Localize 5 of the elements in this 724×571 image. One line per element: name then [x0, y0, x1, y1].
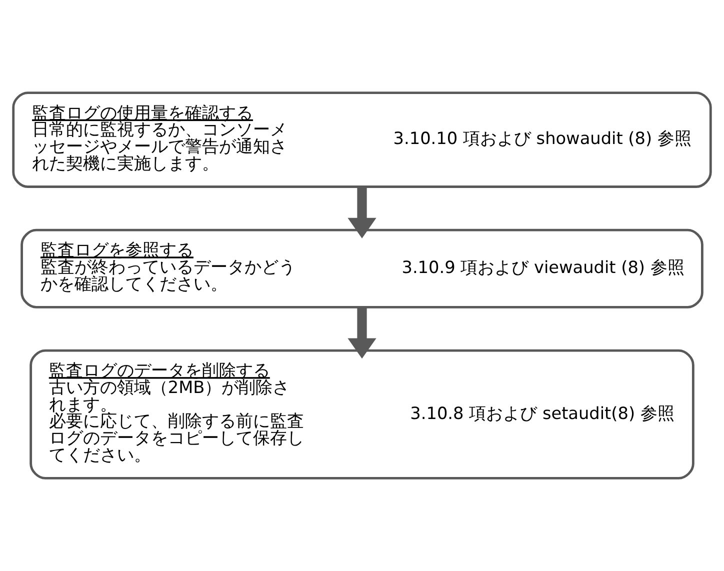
node-box: 監査ログの使用量を確認する 日常的に監視するか、コンソーメッセージやメールで警告が通知された契機に実施します。 3.10.10 項および showaudit (8) 参照 [12, 92, 712, 188]
arrow [348, 308, 376, 359]
arrow [348, 187, 376, 238]
node-box: 監査ログのデータを削除する 古い方の領域（2MB）が削除されます。 必要に応じて、削除する前に監査ログのデータをコピーして保存してください。 3.10.8 項および setaudit(8) 参照 [30, 349, 694, 480]
node-box: 監査ログを参照する 監査が終わっているデータかどうかを確認してください。 3.10.9 項および viewaudit (8) 参照 [20, 228, 704, 308]
